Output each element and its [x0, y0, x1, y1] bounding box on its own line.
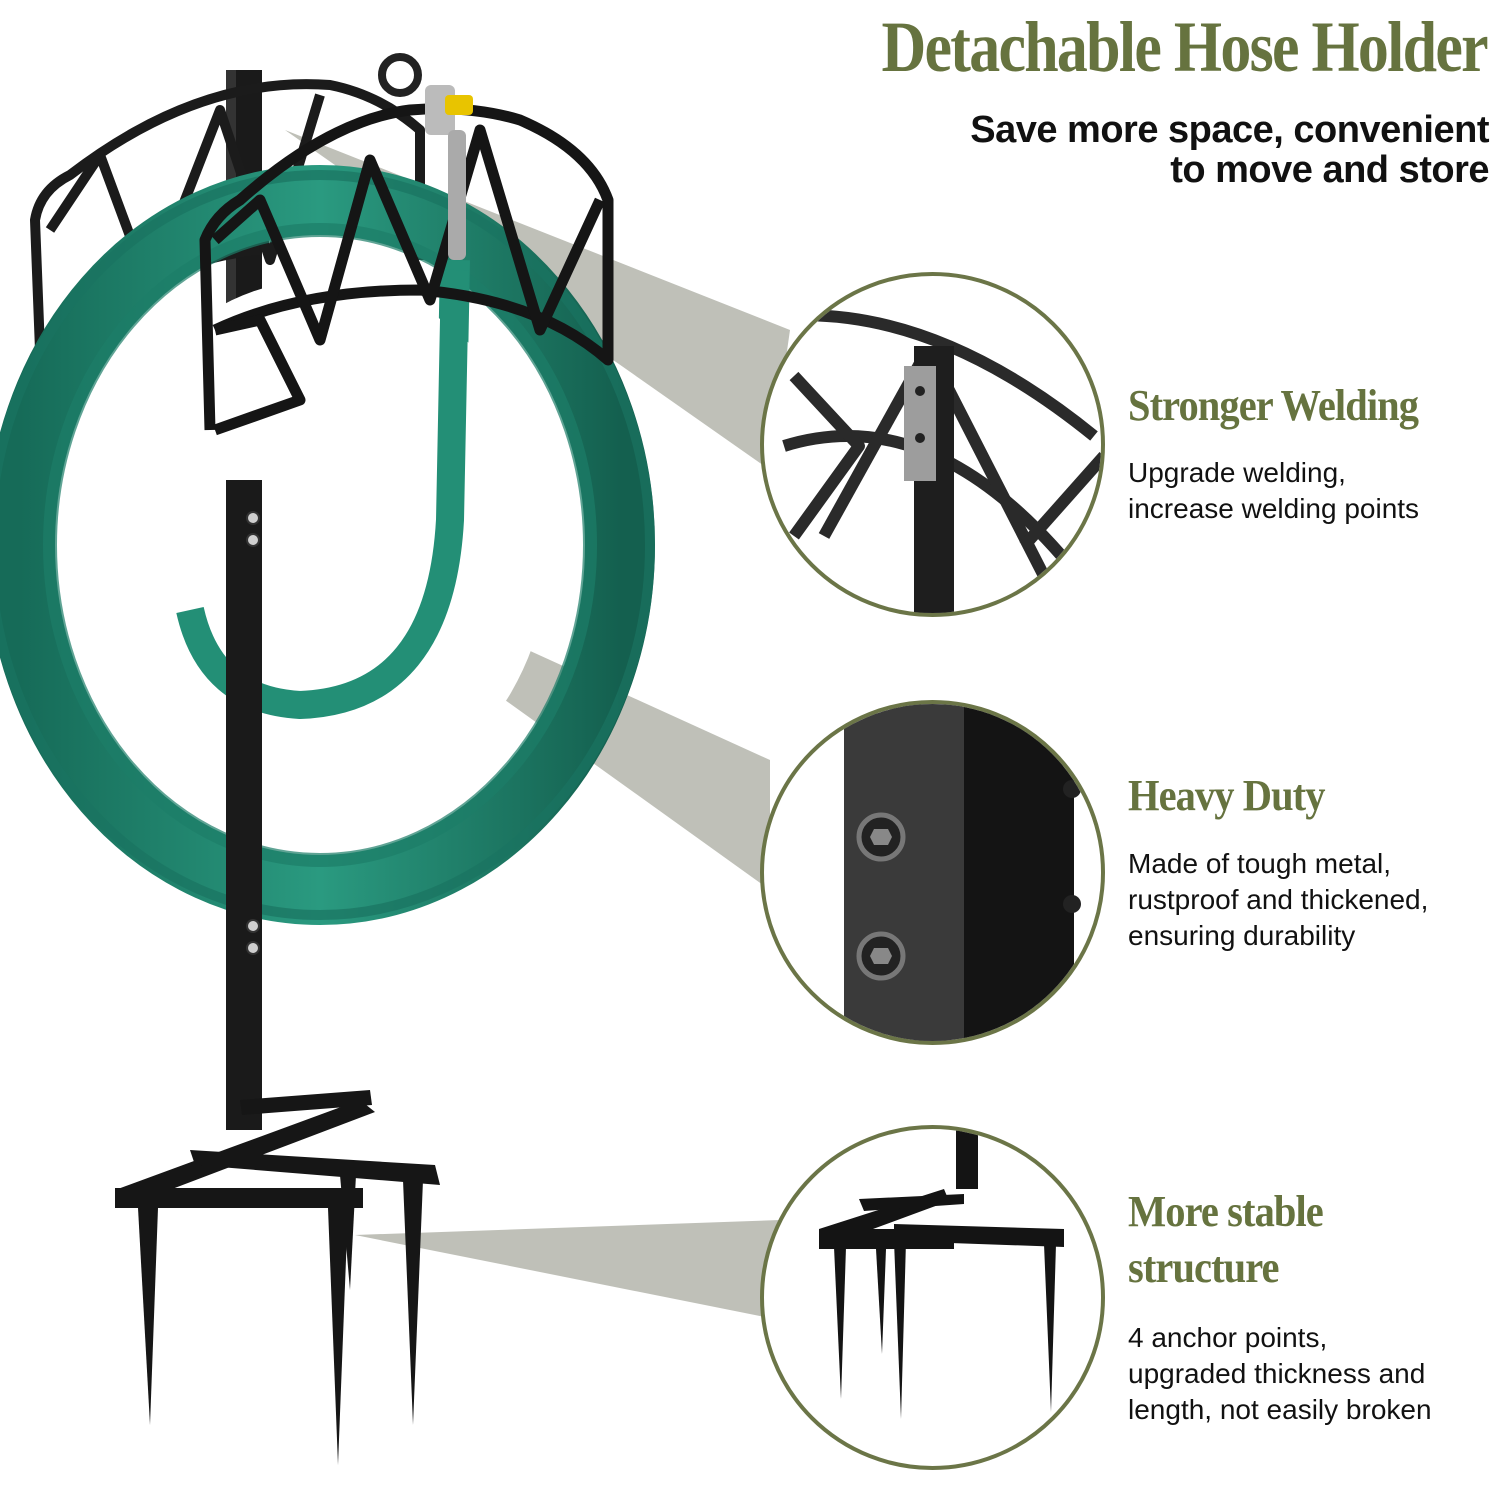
beam-stable	[355, 1220, 780, 1320]
detail-circle-stable	[760, 1125, 1105, 1470]
subtitle-line: to move and store	[1170, 149, 1489, 191]
hex-bolt-post-closeup-icon	[844, 704, 1081, 1041]
feature-desc-stable: 4 anchor points, upgraded thickness and …	[1128, 1320, 1432, 1428]
detail-circle-heavy-duty	[760, 700, 1105, 1045]
desc-line: length, not easily broken	[1128, 1394, 1432, 1425]
detail-circle-welding	[760, 272, 1105, 617]
desc-line: 4 anchor points,	[1128, 1322, 1328, 1353]
feature-heading-heavy-duty: Heavy Duty	[1128, 771, 1325, 820]
desc-line: ensuring durability	[1128, 920, 1356, 951]
front-frame	[199, 103, 614, 436]
heading-line: structure	[1128, 1243, 1280, 1292]
page-title: Detachable Hose Holder	[881, 7, 1489, 87]
spike-base	[115, 1090, 440, 1465]
feature-heading-stable: More stable structure	[1128, 1184, 1324, 1296]
post-bolts	[246, 511, 260, 955]
feature-desc-heavy-duty: Made of tough metal, rustproof and thick…	[1128, 846, 1428, 954]
desc-line: Upgrade welding,	[1128, 457, 1346, 488]
product-image	[0, 53, 655, 1465]
four-spike-base-closeup-icon	[819, 1129, 1064, 1419]
feature-desc-welding: Upgrade welding, increase welding points	[1128, 455, 1419, 527]
desc-line: Made of tough metal,	[1128, 848, 1392, 879]
hose-nozzle	[378, 53, 473, 260]
welded-frame-closeup-icon	[782, 309, 1101, 613]
page-subtitle: Save more space, convenient to move and …	[970, 110, 1489, 190]
heading-line: More stable	[1128, 1187, 1324, 1236]
desc-line: upgraded thickness and	[1128, 1358, 1426, 1389]
subtitle-line: Save more space, convenient	[970, 109, 1489, 151]
hose-coil	[0, 165, 655, 925]
desc-line: rustproof and thickened,	[1128, 884, 1429, 915]
feature-heading-welding: Stronger Welding	[1128, 381, 1419, 430]
desc-line: increase welding points	[1128, 493, 1420, 524]
